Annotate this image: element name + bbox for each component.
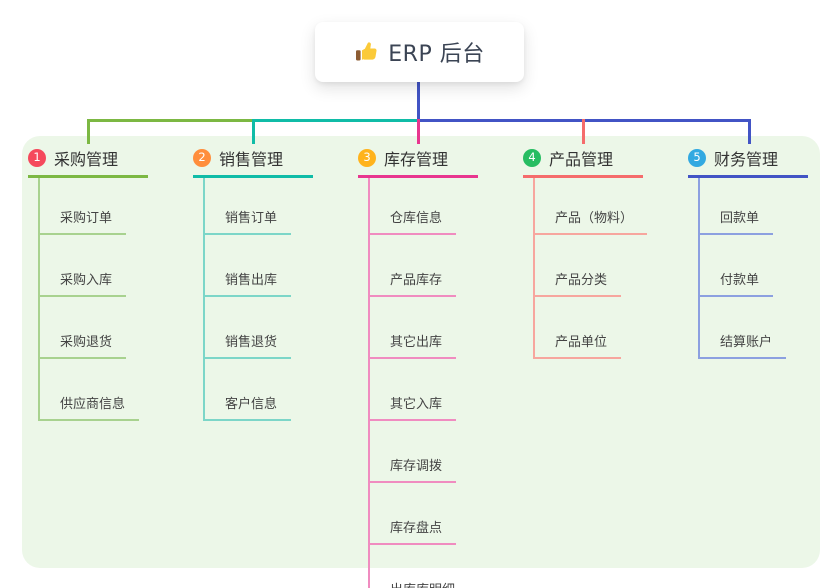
leaf-node[interactable]: 其它出库 (370, 297, 457, 359)
leaf-node[interactable]: 库存调拨 (370, 421, 457, 483)
branch-children: 销售订单销售出库销售退货客户信息 (203, 178, 292, 421)
leaf-node[interactable]: 采购入库 (40, 235, 127, 297)
leaf-node[interactable]: 采购退货 (40, 297, 127, 359)
leaf-node[interactable]: 产品单位 (535, 297, 622, 359)
branch-node-2: 2 销售管理销售订单销售出库销售退货客户信息 (193, 146, 313, 421)
branch-title-label: 采购管理 (54, 150, 119, 169)
branch-title[interactable]: 1 采购管理 (28, 146, 148, 178)
branch-children: 仓库信息产品库存其它出库其它入库库存调拨库存盘点出库库明细 (368, 178, 469, 588)
leaf-node[interactable]: 销售订单 (205, 178, 292, 235)
branch-title-label: 库存管理 (384, 150, 449, 169)
leaf-node[interactable]: 客户信息 (205, 359, 292, 421)
leaf-node[interactable]: 供应商信息 (40, 359, 140, 421)
leaf-node[interactable]: 仓库信息 (370, 178, 457, 235)
connector-segment-green (87, 119, 253, 122)
branch-children: 采购订单采购入库采购退货供应商信息 (38, 178, 140, 421)
root-stem-connector (417, 82, 420, 120)
branch-number-badge: 5 (688, 149, 706, 167)
leaf-node[interactable]: 出库库明细 (370, 545, 469, 588)
branch-node-5: 5 财务管理回款单付款单结算账户 (688, 146, 808, 359)
branch4-drop-connector (582, 119, 585, 144)
leaf-node[interactable]: 产品分类 (535, 235, 622, 297)
leaf-node[interactable]: 库存盘点 (370, 483, 457, 545)
branch-title[interactable]: 4 产品管理 (523, 146, 643, 178)
leaf-node[interactable]: 回款单 (700, 178, 774, 235)
leaf-node[interactable]: 结算账户 (700, 297, 787, 359)
branch-node-3: 3 库存管理仓库信息产品库存其它出库其它入库库存调拨库存盘点出库库明细 (358, 146, 478, 588)
branch-number-badge: 3 (358, 149, 376, 167)
leaf-node[interactable]: 销售退货 (205, 297, 292, 359)
leaf-node[interactable]: 产品（物料） (535, 178, 648, 235)
branch-title-label: 销售管理 (219, 150, 284, 169)
leaf-node[interactable]: 其它入库 (370, 359, 457, 421)
root-node[interactable]: ERP 后台 (315, 22, 524, 82)
branch1-drop-connector (87, 119, 90, 144)
branch-number-badge: 2 (193, 149, 211, 167)
branch-title[interactable]: 3 库存管理 (358, 146, 478, 178)
thumbs-up-icon (354, 40, 378, 64)
branch-node-1: 1 采购管理采购订单采购入库采购退货供应商信息 (28, 146, 148, 421)
branches-panel (22, 136, 820, 568)
connector-segment-teal (253, 119, 418, 122)
branch2-drop-connector (252, 119, 255, 144)
branch-title[interactable]: 2 销售管理 (193, 146, 313, 178)
branch-number-badge: 1 (28, 149, 46, 167)
branch-children: 产品（物料）产品分类产品单位 (533, 178, 648, 359)
branch-children: 回款单付款单结算账户 (698, 178, 787, 359)
leaf-node[interactable]: 付款单 (700, 235, 774, 297)
branch3-drop-connector (417, 119, 420, 144)
branch-number-badge: 4 (523, 149, 541, 167)
branch-title[interactable]: 5 财务管理 (688, 146, 808, 178)
branch-title-label: 财务管理 (714, 150, 779, 169)
branch-node-4: 4 产品管理产品（物料）产品分类产品单位 (523, 146, 648, 359)
root-title: ERP 后台 (388, 42, 485, 67)
leaf-node[interactable]: 销售出库 (205, 235, 292, 297)
leaf-node[interactable]: 产品库存 (370, 235, 457, 297)
branch-title-label: 产品管理 (549, 150, 614, 169)
leaf-node[interactable]: 采购订单 (40, 178, 127, 235)
branch5-drop-connector (748, 119, 751, 144)
